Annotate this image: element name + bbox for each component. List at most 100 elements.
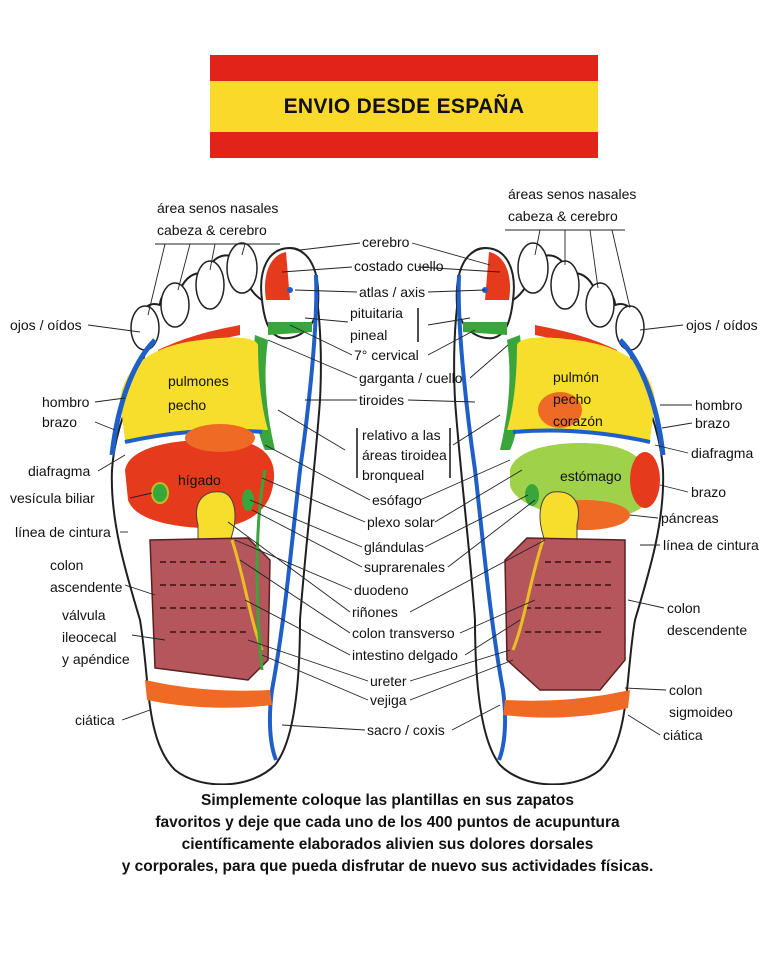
label-stomach: estómago <box>560 468 622 484</box>
flag-stripe-bottom <box>210 132 598 158</box>
label-right-sciatic: ciática <box>663 727 703 743</box>
label-relative-3: bronqueal <box>362 467 424 483</box>
label-relative-2: áreas tiroidea <box>362 447 447 463</box>
label-left-eyes: ojos / oídos <box>10 317 82 333</box>
right-shoulder-blue <box>618 338 666 456</box>
flag-stripe-middle <box>210 81 598 132</box>
right-adrenal <box>525 484 539 506</box>
label-left-waistline: línea de cintura <box>15 524 111 540</box>
label-pineal: pineal <box>350 327 387 343</box>
label-duodenum: duodeno <box>354 582 409 598</box>
label-valve-3: y apéndice <box>62 651 130 667</box>
label-transverse-colon: colon transverso <box>352 625 455 641</box>
left-foot <box>109 242 322 785</box>
left-spine-blue <box>267 274 319 761</box>
label-liver: hígado <box>178 472 221 488</box>
label-right-sinus: áreas senos nasales <box>508 186 636 202</box>
label-relative-1: relativo a las <box>362 427 441 443</box>
label-left-diaphragm: diafragma <box>28 463 90 479</box>
right-arm-red <box>630 452 660 508</box>
label-pancreas: páncreas <box>661 510 719 526</box>
label-right-arm-1: brazo <box>695 415 730 431</box>
label-glands: glándulas <box>364 539 424 555</box>
label-valve-1: válvula <box>62 607 106 623</box>
left-liver-zone <box>125 439 275 529</box>
label-colon-sig-1: colon <box>669 682 702 698</box>
left-big-toe-red <box>264 252 290 300</box>
label-throat: garganta / cuello <box>359 370 463 386</box>
label-left-arm: brazo <box>42 414 77 430</box>
flag-stripe-top <box>210 55 598 81</box>
left-upper-orange <box>185 424 255 452</box>
caption-text: Simplemente coloque las plantillas en su… <box>0 790 775 878</box>
label-sacrum: sacro / coxis <box>367 722 445 738</box>
left-intestine-zone <box>149 537 271 681</box>
label-solar-plexus: plexo solar <box>367 514 435 530</box>
left-adrenal <box>242 489 254 511</box>
label-colon-asc-1: colon <box>50 557 83 573</box>
label-colon-desc-1: colon <box>667 600 700 616</box>
right-diaphragm-blue <box>512 428 651 444</box>
label-right-waistline: línea de cintura <box>663 537 759 553</box>
leader-lines <box>87 229 693 736</box>
label-colon-desc-2: descendente <box>667 622 747 638</box>
label-bladder: vejiga <box>370 692 407 708</box>
left-sciatic-band <box>145 680 272 708</box>
banner-title: ENVIO DESDE ESPAÑA <box>283 95 525 118</box>
label-right-eyes: ojos / oídos <box>686 317 758 333</box>
label-right-diaphragm: diafragma <box>691 445 753 461</box>
left-toe-2 <box>226 242 258 294</box>
label-brain: cerebro <box>362 234 410 250</box>
label-gallbladder: vesícula biliar <box>10 490 95 506</box>
label-neck-side: costado cuello <box>354 258 444 274</box>
label-adrenals: suprarenales <box>364 559 445 575</box>
left-gallbladder <box>151 482 169 504</box>
right-heart-orange <box>538 392 582 428</box>
caption-line-2: favoritos y deje que cada uno de los 400… <box>155 814 620 831</box>
right-intestine-dashes <box>525 561 615 633</box>
right-intestine-zone <box>504 537 626 691</box>
left-neck-green-2 <box>268 322 312 335</box>
label-small-intestine: intestino delgado <box>352 647 458 663</box>
label-ureter: ureter <box>370 673 407 689</box>
label-left-sinus: área senos nasales <box>157 200 278 216</box>
right-toe-2 <box>517 242 549 294</box>
right-ureter <box>511 539 545 651</box>
label-right-shoulder: hombro <box>695 397 743 413</box>
label-colon-asc-2: ascendente <box>50 579 123 595</box>
label-thyroid: tiroides <box>359 392 404 408</box>
label-lungs: pulmones <box>168 373 229 389</box>
label-right-chest: pecho <box>553 391 591 407</box>
label-pituitary: pituitaria <box>350 305 403 321</box>
caption-line-3: científicamente elaborados alivien sus d… <box>181 836 594 853</box>
label-left-head: cabeza & cerebro <box>157 222 267 238</box>
left-lungs-zone <box>120 337 268 440</box>
left-pituitary-dot <box>287 287 293 293</box>
label-cervical: 7° cervical <box>354 347 419 363</box>
left-toe-4 <box>160 282 190 328</box>
left-toe-3 <box>195 260 225 310</box>
label-esophagus: esófago <box>372 492 422 508</box>
caption-line-4: y corporales, para que pueda disfrutar d… <box>121 858 654 875</box>
right-toe-4 <box>585 282 615 328</box>
foot-reflexology-diagram: área senos nasales cabeza & cerebro ojos… <box>10 186 759 785</box>
label-right-head: cabeza & cerebro <box>508 208 618 224</box>
bracket-lines <box>356 308 451 478</box>
spain-flag-banner: ENVIO DESDE ESPAÑA <box>210 55 598 158</box>
left-intestine-dashes <box>160 561 250 633</box>
caption-line-1: Simplemente coloque las plantillas en su… <box>201 792 574 809</box>
label-right-lung: pulmón <box>553 369 599 385</box>
right-foot <box>453 242 666 785</box>
right-big-toe-red <box>485 252 511 300</box>
label-right-arm-2: brazo <box>691 484 726 500</box>
left-shoulder-blue <box>109 338 157 456</box>
label-heart: corazón <box>553 413 603 429</box>
label-left-chest: pecho <box>168 397 206 413</box>
right-neck-green-2 <box>463 322 507 335</box>
right-toe-3 <box>550 260 580 310</box>
right-sciatic-band <box>503 690 630 718</box>
label-colon-sig-2: sigmoideo <box>669 704 733 720</box>
label-valve-2: ileocecal <box>62 629 116 645</box>
label-kidneys: riñones <box>352 604 398 620</box>
label-left-sciatic: ciática <box>75 712 115 728</box>
